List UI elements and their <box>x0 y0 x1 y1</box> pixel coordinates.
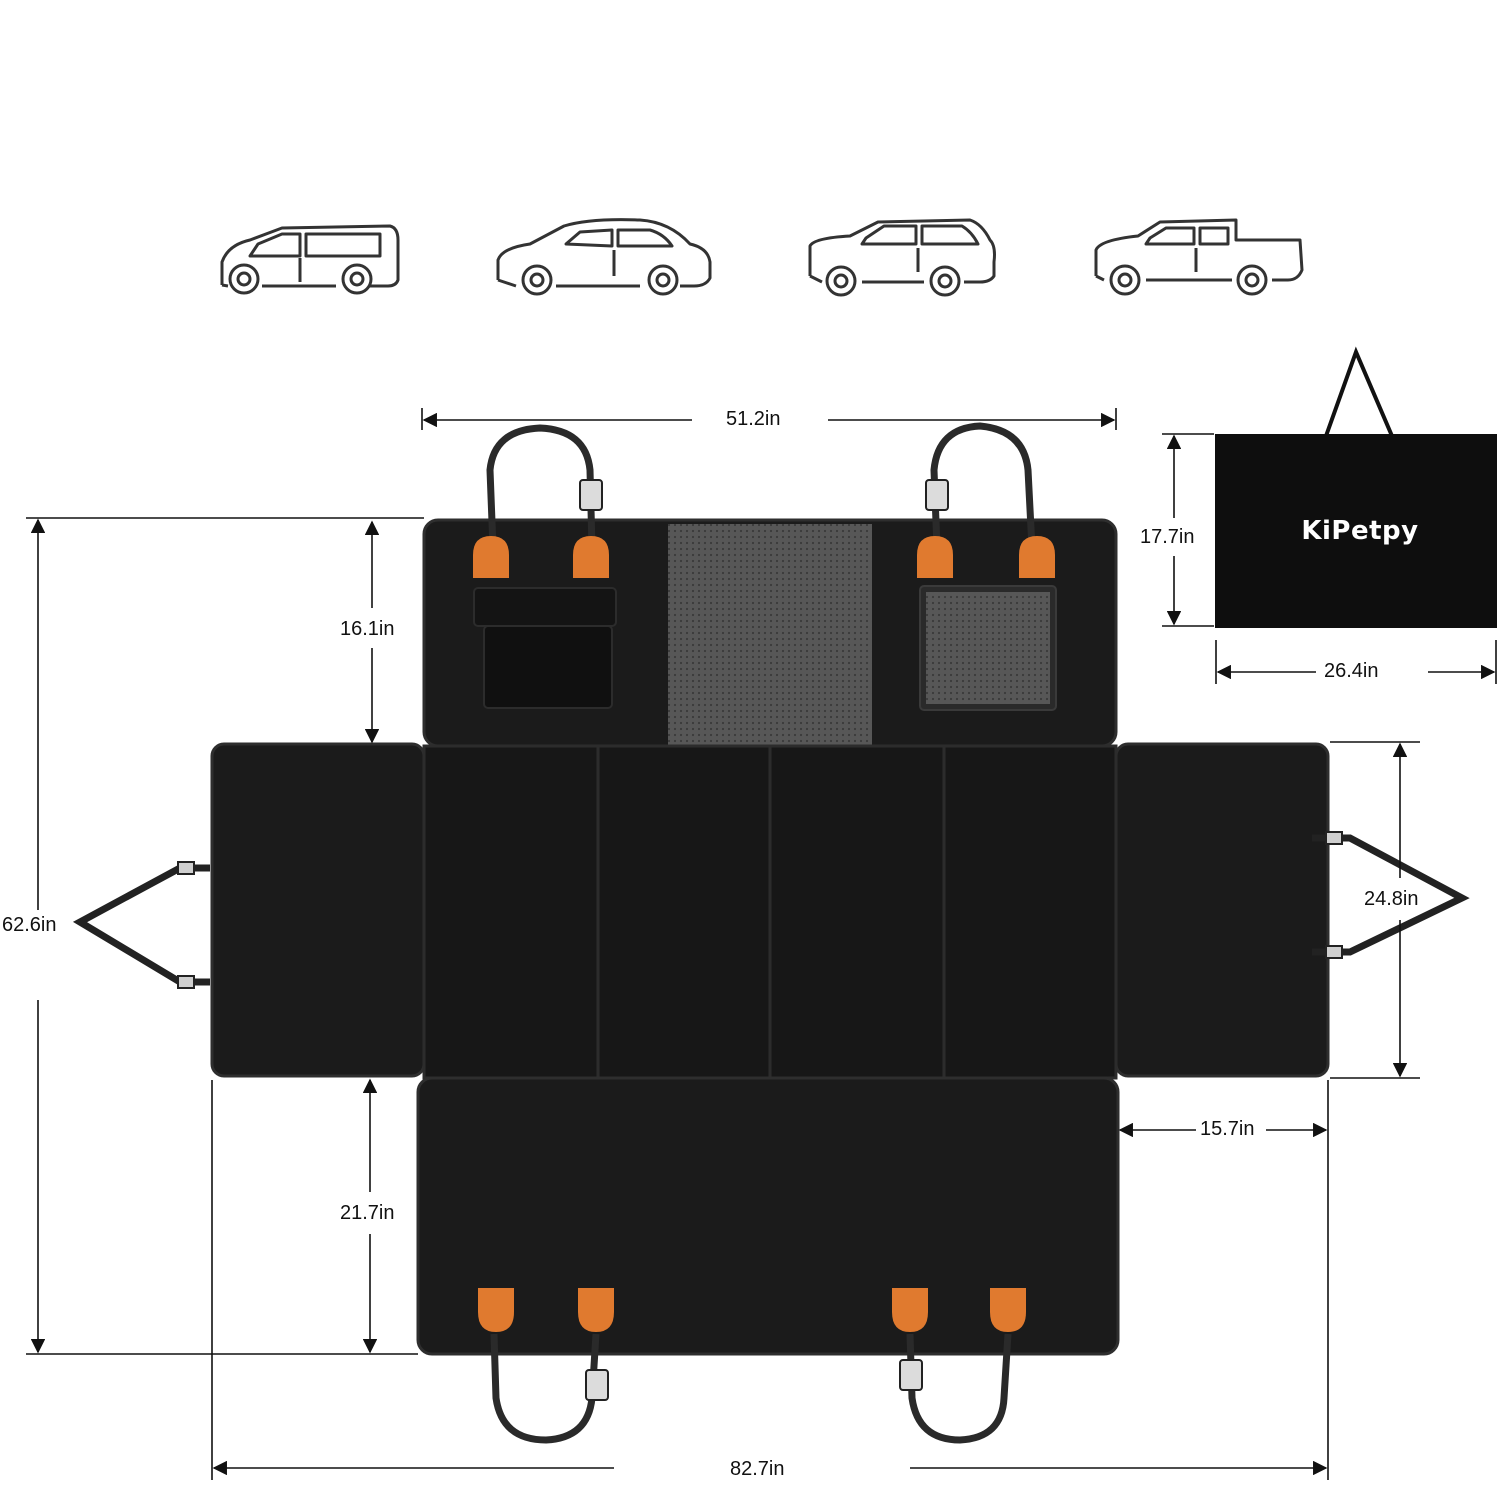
bag-brand-logo: KiPetpy <box>1301 516 1419 546</box>
side-strap-left <box>72 861 210 989</box>
headrest-strap-right <box>925 422 1036 549</box>
bag-width-label: 26.4in <box>1322 660 1381 682</box>
storage-pocket-left <box>473 587 617 709</box>
headrest-strap-left <box>486 424 603 549</box>
side-flap-height-label: 24.8in <box>1362 888 1421 910</box>
sedan-icon <box>496 218 712 296</box>
side-flap-width-label: 15.7in <box>1198 1118 1257 1140</box>
side-strap-right <box>1312 831 1470 959</box>
anchor-tabs-top <box>473 536 1055 578</box>
minivan-icon <box>220 224 400 295</box>
bag-handle <box>1324 346 1394 437</box>
suv-icon <box>808 218 996 297</box>
side-flap-right <box>1114 742 1330 1078</box>
total-height-label: 62.6in <box>0 914 59 936</box>
bag-body <box>1215 434 1497 628</box>
seat-panels <box>422 744 1118 1080</box>
seat-flap <box>416 1076 1120 1356</box>
storage-pocket-mesh-right <box>919 585 1057 711</box>
pickup-truck-icon <box>1094 218 1304 296</box>
center-mesh-panel <box>668 524 872 746</box>
seat-flap-height-label: 21.7in <box>338 1202 397 1224</box>
bottom-strap-right <box>899 1333 1012 1444</box>
dimension-lines <box>26 408 1497 1480</box>
back-panel <box>422 518 1118 748</box>
side-flap-left <box>210 742 426 1078</box>
top-width-label: 51.2in <box>724 408 783 430</box>
bag-height-label: 17.7in <box>1138 526 1197 548</box>
storage-bag <box>1215 346 1497 628</box>
anchor-tabs-bottom <box>478 1288 1026 1332</box>
bottom-strap-left <box>490 1333 609 1444</box>
total-width-label: 82.7in <box>728 1458 787 1480</box>
back-panel-height-label: 16.1in <box>338 618 397 640</box>
